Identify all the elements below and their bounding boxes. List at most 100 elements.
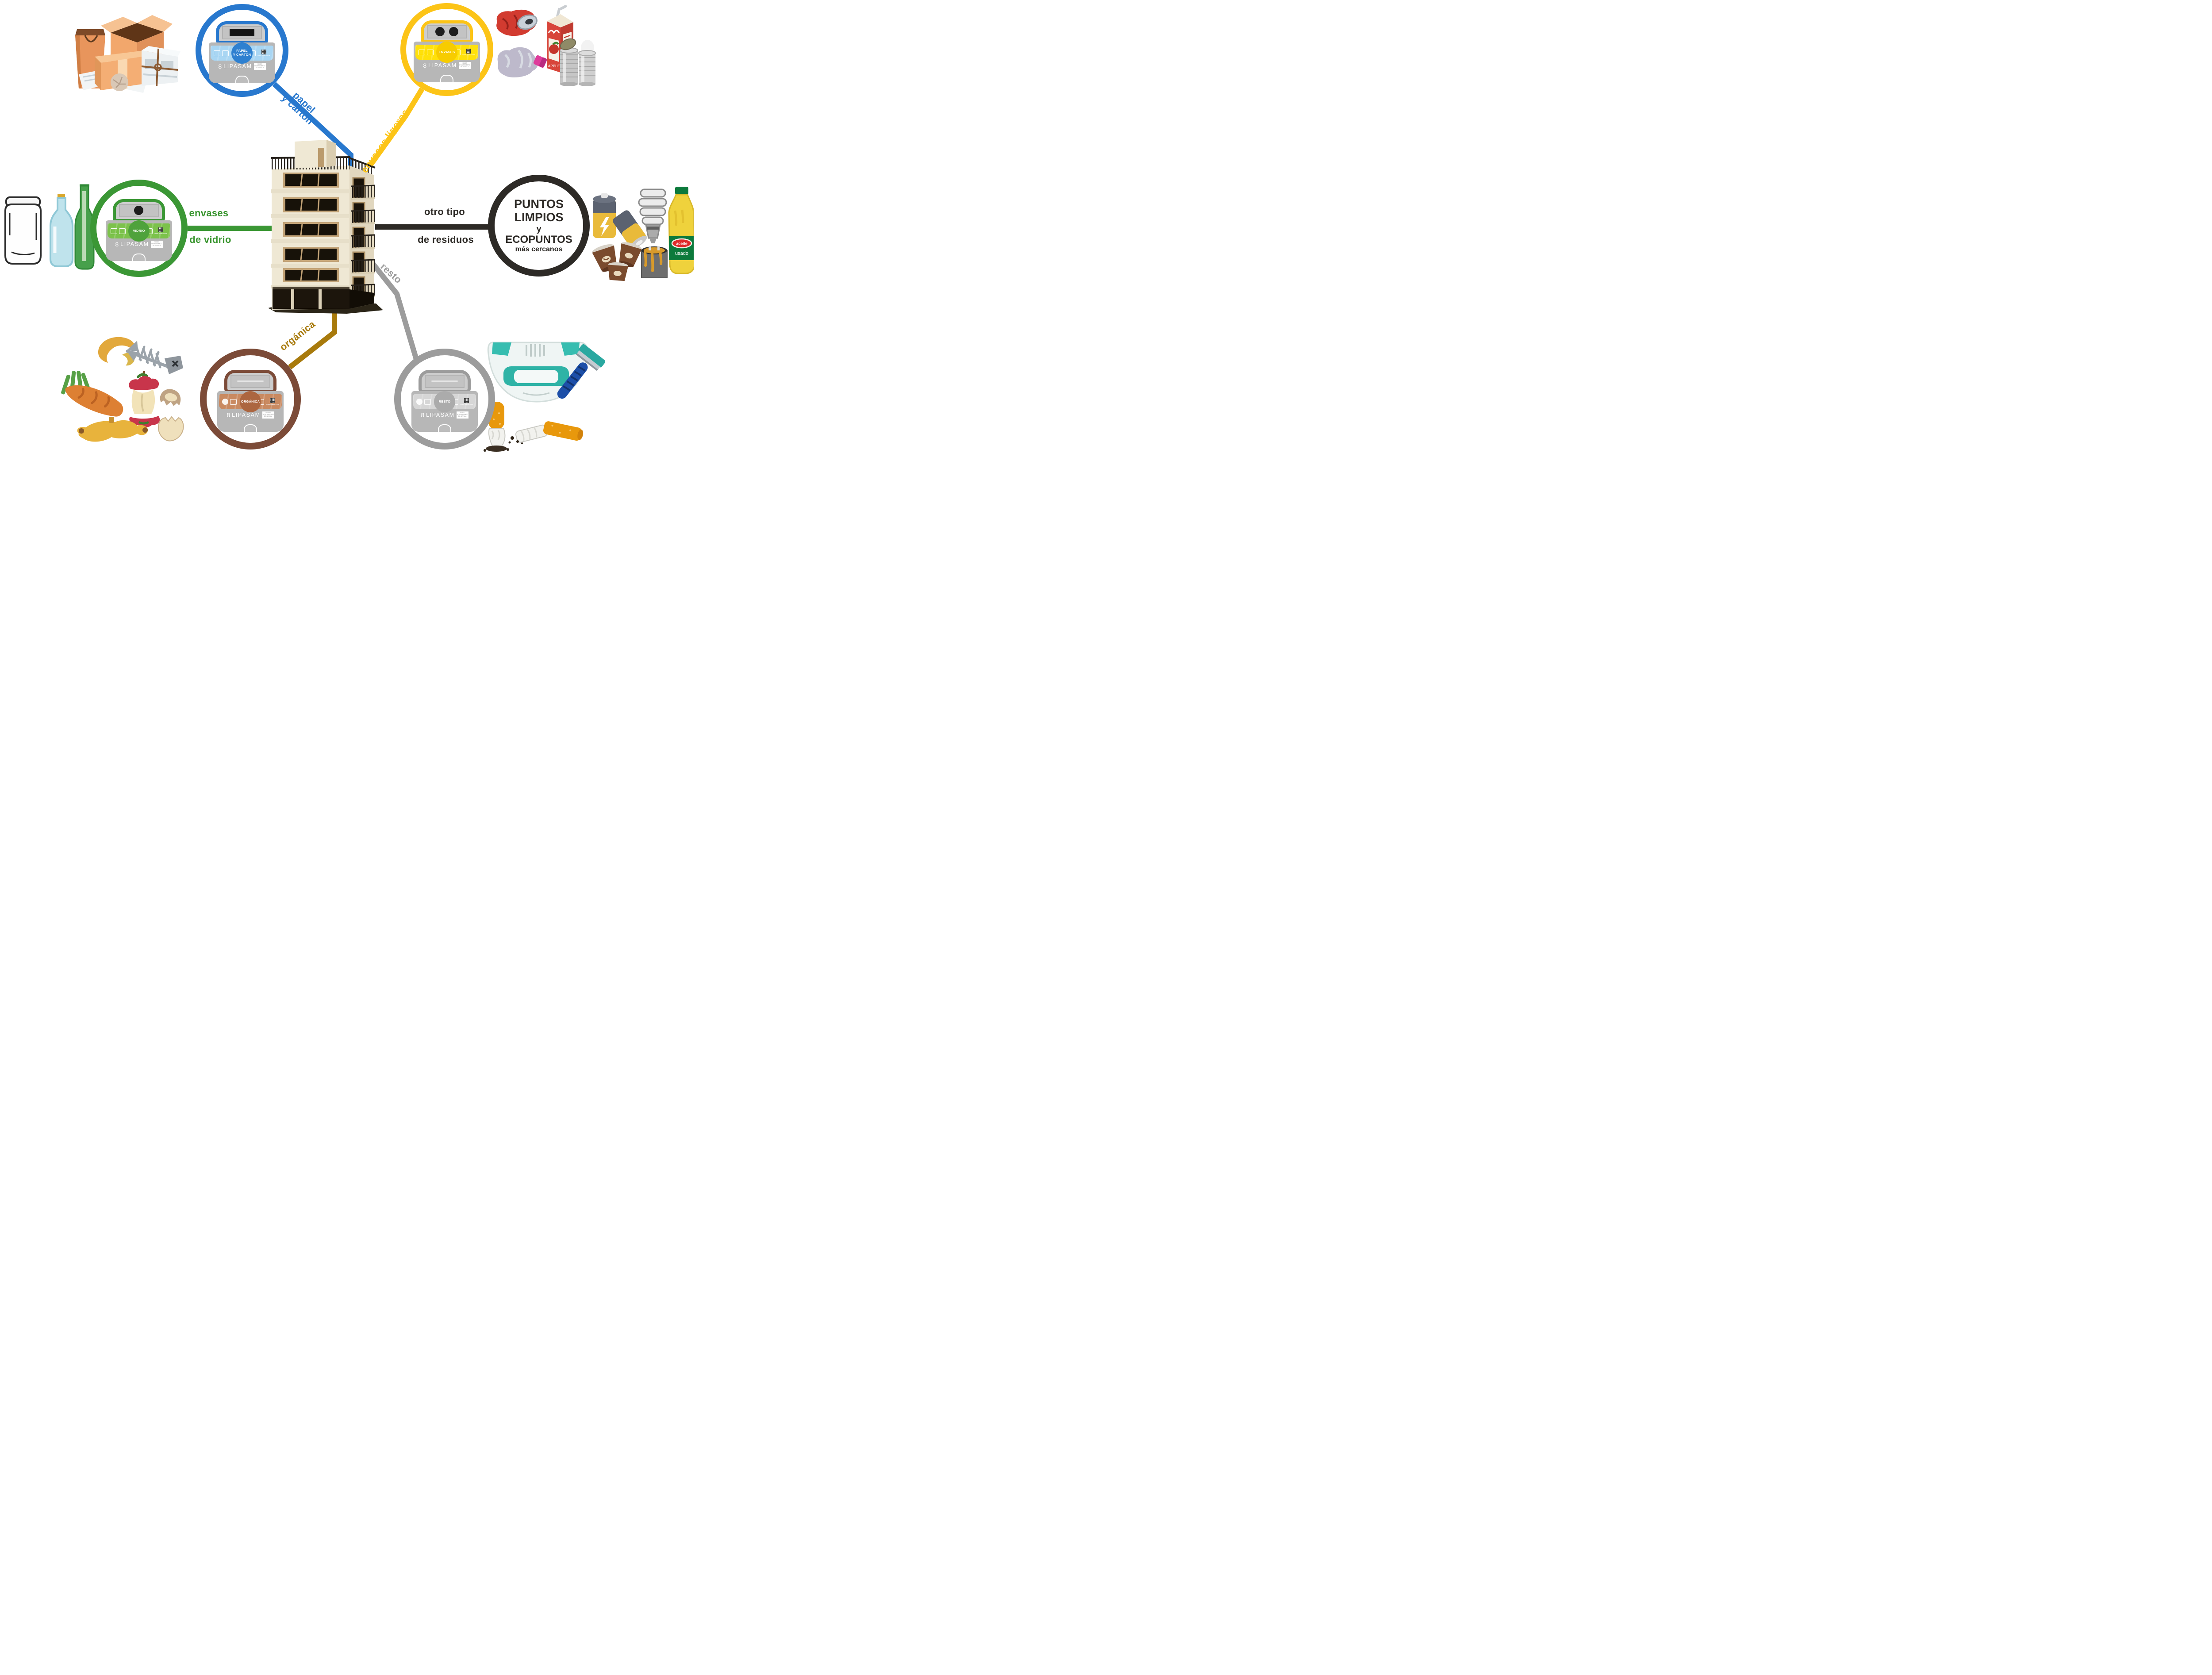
deposit-hours-sticker (416, 399, 422, 405)
building-windows (283, 173, 339, 282)
lipasam-logo-mark: 8 (227, 411, 230, 419)
bottles-icon (119, 228, 126, 234)
qr-code-icon (158, 227, 164, 232)
bin-lid (113, 199, 165, 222)
connector-line-organica (288, 305, 337, 369)
bin-category-badge: RESTO (434, 391, 455, 412)
bin-lid (419, 370, 471, 393)
documents-and-box-icon (222, 50, 229, 56)
bin-lid (421, 20, 473, 43)
deposit-hours-sticker (222, 399, 228, 405)
lipasam-logo-mark: 8 (115, 241, 119, 248)
bin-foot-chute (244, 424, 257, 432)
coffee-capsules-icon (592, 242, 642, 281)
closed-lid-seam (431, 380, 458, 382)
round-hole (449, 27, 458, 37)
roast-chicken-icon (230, 399, 237, 405)
organic-waste-illustration (61, 337, 184, 442)
paper-slot (229, 29, 254, 37)
bin-foot-chute (132, 254, 146, 261)
round-hole (134, 206, 144, 215)
bin-label-band: ENVASES www.lipasam.es (415, 42, 478, 63)
batteries-icon (593, 193, 647, 249)
banana-peel-icon (77, 417, 148, 442)
cup-and-razor-icon (424, 399, 431, 405)
bin-lid (216, 21, 268, 44)
qr-code-icon (466, 49, 472, 54)
bin-label-band: PAPEL Y CARTÓN www.lipasam.es (211, 42, 273, 64)
paper-waste-illustration (75, 15, 180, 93)
lipasam-logo-mark: 8 (421, 411, 425, 419)
glass-jar-icon (4, 196, 42, 265)
fish-skeleton-icon (126, 341, 183, 374)
packaging-waste-illustration: APPLE (496, 5, 596, 86)
lipasam-recycling-infographic: papel y cartón envases ligeros envases d… (0, 0, 694, 453)
cfl-bulb-icon (638, 188, 667, 243)
lipasam-logo-mark: 8 (423, 62, 427, 69)
connector-label-otros-line2: de residuos (418, 234, 474, 245)
bin-label-band: RESTO www.lipasam.es (413, 391, 476, 412)
connector-line-resto (365, 255, 419, 360)
paint-can-icon (641, 246, 668, 278)
newspaper-bundle-icon (141, 46, 180, 86)
bin-body: PAPEL Y CARTÓN www.lipasam.es 8 LIPASAM … (209, 42, 275, 83)
recycling-bin-papel: PAPEL Y CARTÓN www.lipasam.es 8 LIPASAM … (209, 21, 275, 83)
bin-category-badge: PAPEL Y CARTÓN (231, 42, 253, 64)
special-waste-illustration: aceite usado (592, 187, 694, 281)
residual-waste-illustration (484, 342, 605, 452)
building-storefront (273, 287, 374, 309)
bin-label-band: VIDRIO www.lipasam.es (108, 220, 170, 242)
connector-label-vidrio-line2: de vidrio (189, 234, 231, 245)
newspaper-and-bag-icon (214, 50, 220, 56)
apartment-building-icon (268, 140, 383, 314)
crumpled-paper-icon (111, 73, 128, 91)
eggshell-icon (157, 389, 184, 442)
round-hole (435, 27, 445, 37)
disposable-razor-icon (557, 344, 605, 399)
connector-label-otros-line1: otro tipo (424, 206, 465, 217)
closed-lid-seam (237, 380, 264, 382)
svg-text:APPLE: APPLE (548, 64, 560, 68)
qr-code-icon (261, 50, 267, 54)
puntos-limpios-text: PUNTOS LIMPIOS y ECOPUNTOS más cercanos (505, 197, 572, 254)
crushed-soda-can-icon (496, 9, 538, 36)
bin-foot-chute (438, 424, 451, 432)
connector-label-vidrio-line1: envases (189, 207, 229, 219)
used-oil-bottle-icon: aceite usado (668, 187, 694, 274)
apple-core-icon (129, 371, 160, 427)
cigarette-butts-icon (484, 402, 583, 452)
category-circle-otros: PUNTOS LIMPIOS y ECOPUNTOS más cercanos (488, 175, 590, 277)
bin-foot-chute (440, 75, 453, 82)
qr-code-icon (270, 398, 275, 403)
bin-category-badge: ENVASES (436, 42, 457, 63)
svg-text:aceite: aceite (676, 242, 687, 246)
tin-cans-icon (560, 38, 596, 86)
bin-foot-chute (235, 76, 249, 83)
bottle-and-bag-icon (427, 49, 434, 55)
bin-label-band: ORGÁNICA www.lipasam.es (219, 391, 282, 412)
connector-line-envases (368, 87, 425, 168)
qr-code-icon (464, 398, 469, 403)
carrot-icon (61, 371, 123, 417)
building-balconies (350, 177, 376, 298)
